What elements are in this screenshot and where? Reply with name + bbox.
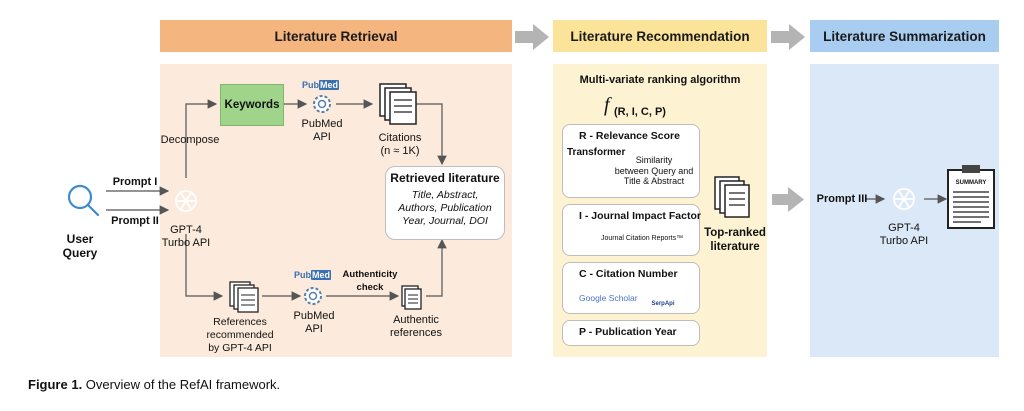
header-literature-retrieval: Literature Retrieval — [160, 20, 512, 52]
arrow-authentic-retrieved — [426, 238, 447, 297]
journal-impact-factor-title: I - Journal Impact Factor — [579, 210, 701, 222]
authenticity-check-label: Authenticity check — [342, 269, 398, 293]
pubmed-logo-1: PubMed — [302, 80, 339, 90]
prompt2-label: Prompt II — [111, 215, 159, 227]
references-label: References recommended by GPT-4 API — [206, 316, 274, 354]
top-ranked-document-stack-icon — [714, 176, 750, 218]
citations-label: Citations (n ≈ 1K) — [378, 132, 422, 157]
retrieved-literature-card: Retrieved literature Title, Abstract, Au… — [385, 166, 505, 240]
pubmed-logo-text-2: Med — [311, 270, 331, 280]
big-arrow-header-1 — [515, 24, 549, 50]
serpapi-label: SerpApi — [651, 301, 675, 307]
retrieved-literature-title: Retrieved literature — [390, 171, 500, 185]
citation-number-title: C - Citation Number — [579, 268, 678, 280]
citation-number-card: C - Citation Number Google Scholar SerpA… — [562, 262, 700, 314]
caption-text: Overview of the RefAI framework. — [82, 377, 281, 392]
user-query-label: User Query — [62, 232, 98, 260]
authentic-references-label: Authentic references — [390, 314, 442, 339]
caption-label: Figure 1. — [28, 377, 83, 392]
arrow-gpt-references — [185, 234, 224, 301]
arrow-decompose — [185, 99, 218, 178]
ranking-algorithm-title: Multi-variate ranking algorithm — [579, 74, 741, 86]
header-literature-summarization: Literature Summarization — [810, 20, 999, 52]
gpt4-api-label-2: GPT-4 Turbo API — [879, 222, 929, 247]
journal-impact-factor-card: I - Journal Impact Factor Journal Citati… — [562, 204, 701, 256]
magnifier-icon — [67, 184, 100, 217]
gear-icon-1 — [313, 95, 331, 113]
relevance-score-card: R - Relevance Score Transformer Similari… — [562, 124, 700, 198]
similarity-label: Similarity between Query and Title & Abs… — [614, 155, 694, 186]
gpt-logo-mark-2 — [893, 188, 915, 210]
authentic-document-stack-icon — [401, 285, 422, 310]
publication-year-title: P - Publication Year — [579, 326, 677, 338]
prompt3-label: Prompt III — [816, 193, 868, 205]
pubmed-logo-2: PubMed — [294, 270, 331, 280]
publication-year-card: P - Publication Year — [562, 320, 700, 346]
formula-f: f — [604, 94, 610, 116]
ranking-formula: f (R, I, C, P) — [604, 94, 724, 118]
keywords-box: Keywords — [220, 84, 284, 126]
prompt1-label: Prompt I — [112, 176, 158, 188]
big-arrow-header-2 — [771, 24, 805, 50]
pubmed-logo-text-1: Med — [319, 80, 339, 90]
retrieved-literature-fields: Title, Abstract, Authors, Publication Ye… — [398, 189, 492, 227]
jcr-label: Journal Citation Reports™ — [601, 235, 684, 242]
gpt-logo-mark-1 — [175, 190, 197, 212]
summary-label: SUMMARY — [955, 180, 987, 186]
citations-document-stack-icon — [379, 83, 417, 125]
transformer-label: Transformer — [567, 147, 626, 158]
arrow-citations-retrieved — [416, 103, 447, 166]
gear-icon-2 — [304, 287, 322, 305]
pubmed-api-label-2: PubMed API — [293, 310, 335, 335]
pubmed-api-label-1: PubMed API — [301, 118, 343, 143]
figure-caption: Figure 1. Overview of the RefAI framewor… — [28, 377, 280, 392]
references-document-stack-icon — [229, 281, 259, 313]
decompose-label: Decompose — [160, 134, 220, 146]
top-ranked-literature-label: Top-ranked literature — [704, 227, 766, 253]
big-arrow-top-ranked — [772, 187, 804, 212]
formula-args: (R, I, C, P) — [614, 106, 666, 118]
header-literature-recommendation: Literature Recommendation — [553, 20, 767, 52]
gpt4-api-label-1: GPT-4 Turbo API — [161, 224, 211, 249]
relevance-score-title: R - Relevance Score — [579, 130, 680, 142]
summary-clipboard-icon — [947, 165, 995, 229]
google-scholar-label: Google Scholar — [579, 293, 638, 303]
